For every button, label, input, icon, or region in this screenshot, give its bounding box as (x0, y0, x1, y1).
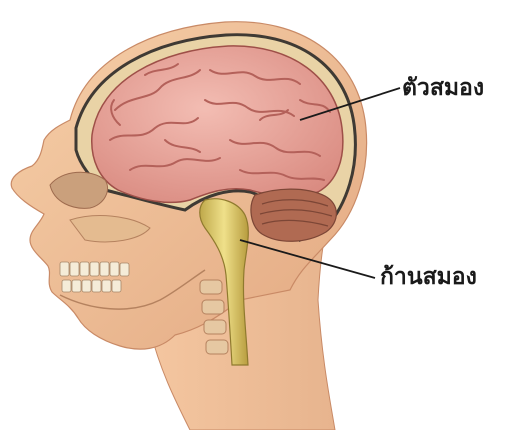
cerebellum (251, 189, 336, 241)
brainstem-label: ก้านสมอง (380, 264, 477, 290)
brain-label: ตัวสมอง (402, 75, 484, 101)
